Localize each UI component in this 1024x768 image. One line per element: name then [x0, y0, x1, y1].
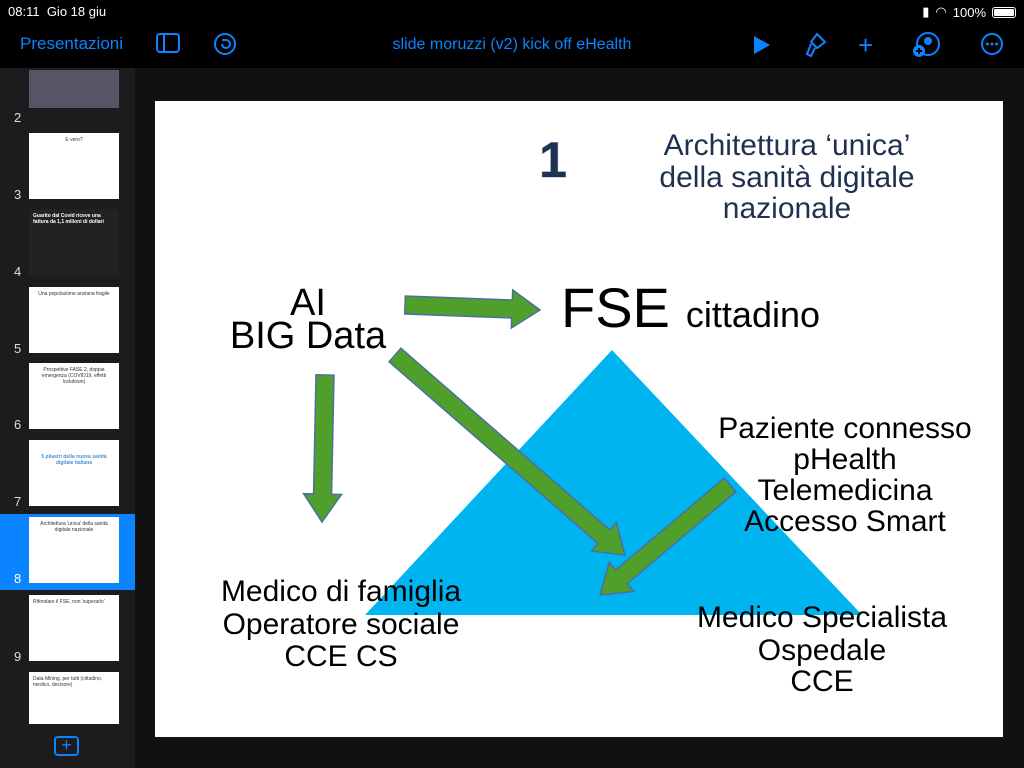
slide-thumbnail[interactable]: Architettura 'unica' della sanità digita…: [29, 517, 119, 583]
sidebar-toggle-icon[interactable]: [156, 32, 180, 59]
play-icon[interactable]: [752, 34, 772, 61]
title-line: della sanità digitale: [659, 161, 914, 194]
slide-number-label: 1: [539, 132, 567, 188]
title-line: nazionale: [723, 192, 851, 225]
slide[interactable]: 1 Architettura ‘unica’ della sanità digi…: [155, 101, 1003, 737]
arrow-shape[interactable]: [302, 374, 343, 524]
slide-number: 6: [14, 417, 22, 432]
slide-thumbnail[interactable]: Data Mining, per tutti (cittadino, medic…: [29, 672, 119, 724]
text-line: Paziente connesso: [718, 412, 972, 445]
triangle-shape[interactable]: [365, 350, 862, 615]
slide-number: 7: [14, 494, 22, 509]
right-bottom-text-block: Medico Specialista Ospedale CCE: [697, 601, 947, 698]
slide-thumbnail[interactable]: Prospettive FASE 2, doppia emergenza (CO…: [29, 363, 119, 429]
text-line: pHealth: [793, 443, 896, 476]
battery-icon: [992, 6, 1016, 18]
more-icon[interactable]: [980, 32, 1004, 61]
thumb-title: Rifondare il FSE, non 'superarlo': [33, 599, 105, 605]
presentations-button[interactable]: Presentazioni: [20, 34, 124, 53]
slide-number: 4: [14, 264, 22, 279]
arrow-shape[interactable]: [403, 288, 542, 330]
slide-thumbnail[interactable]: Una popolazione anziana fragile: [29, 287, 119, 353]
slide-thumbnail[interactable]: E vero?: [29, 133, 119, 199]
battery-percent: 100%: [952, 4, 986, 20]
format-brush-icon[interactable]: [803, 32, 827, 63]
title-line: Architettura ‘unica’: [664, 129, 911, 162]
big-data-label: BIG Data: [230, 315, 387, 357]
text-line: Medico di famiglia: [221, 575, 461, 608]
slide-canvas: 1 Architettura ‘unica’ della sanità digi…: [135, 68, 1024, 768]
slide-thumbnail[interactable]: Rifondare il FSE, non 'superarlo': [29, 595, 119, 661]
collaborate-icon[interactable]: [912, 32, 940, 63]
thumb-title: 5 pilastri della nuova sanità digitale i…: [41, 454, 107, 466]
status-bar: 08:11 Gio 18 giu ▮ ◠ 100%: [0, 0, 1024, 24]
thumb-title: Architettura 'unica' della sanità digita…: [40, 521, 108, 533]
signal-icon: ▮: [922, 4, 930, 19]
thumb-title: Una popolazione anziana fragile: [38, 291, 110, 297]
add-slide-button[interactable]: +: [54, 736, 79, 756]
undo-icon[interactable]: [213, 32, 237, 61]
slide-navigator[interactable]: 2 E vero? 3 Guarito dal Covid riceve una …: [0, 68, 135, 768]
text-line: Telemedicina: [757, 474, 932, 507]
arrow-shape[interactable]: [598, 477, 737, 596]
slide-number: 8: [14, 571, 22, 586]
text-line: Ospedale: [758, 634, 886, 667]
slide-thumbnail[interactable]: Guarito dal Covid riceve una fattura da …: [29, 209, 119, 275]
ai-label: AI: [290, 282, 326, 324]
left-bottom-text-block: Medico di famiglia Operatore sociale CCE…: [221, 575, 461, 673]
slide-thumbnail[interactable]: 5 pilastri della nuova sanità digitale i…: [29, 440, 119, 506]
slide-number: 3: [14, 187, 22, 202]
slide-number: 2: [14, 110, 22, 125]
slide-title: Architettura ‘unica’ della sanità digita…: [659, 129, 914, 225]
wifi-icon: ◠: [935, 4, 947, 19]
slide-thumbnail[interactable]: [29, 70, 119, 108]
text-line: Operatore sociale: [223, 608, 460, 641]
slide-number: 5: [14, 341, 22, 356]
add-icon[interactable]: +: [858, 30, 874, 60]
right-text-block: Paziente connesso pHealth Telemedicina A…: [718, 412, 972, 538]
thumb-title: E vero?: [65, 137, 83, 143]
slide-number: 9: [14, 649, 22, 664]
thumb-title: Guarito dal Covid riceve una fattura da …: [33, 213, 104, 225]
toolbar: Presentazioni slide moruzzi (v2) kick of…: [0, 24, 1024, 68]
text-line: CCE CS: [284, 640, 397, 673]
thumb-title: Prospettive FASE 2, doppia emergenza (CO…: [41, 367, 107, 385]
text-line: Medico Specialista: [697, 601, 947, 634]
arrow-shape[interactable]: [388, 347, 627, 556]
thumb-title: Data Mining, per tutti (cittadino, medic…: [33, 676, 103, 688]
text-line: CCE: [790, 665, 853, 698]
status-time-date: 08:11 Gio 18 giu: [8, 4, 107, 19]
text-line: Accesso Smart: [744, 505, 946, 538]
